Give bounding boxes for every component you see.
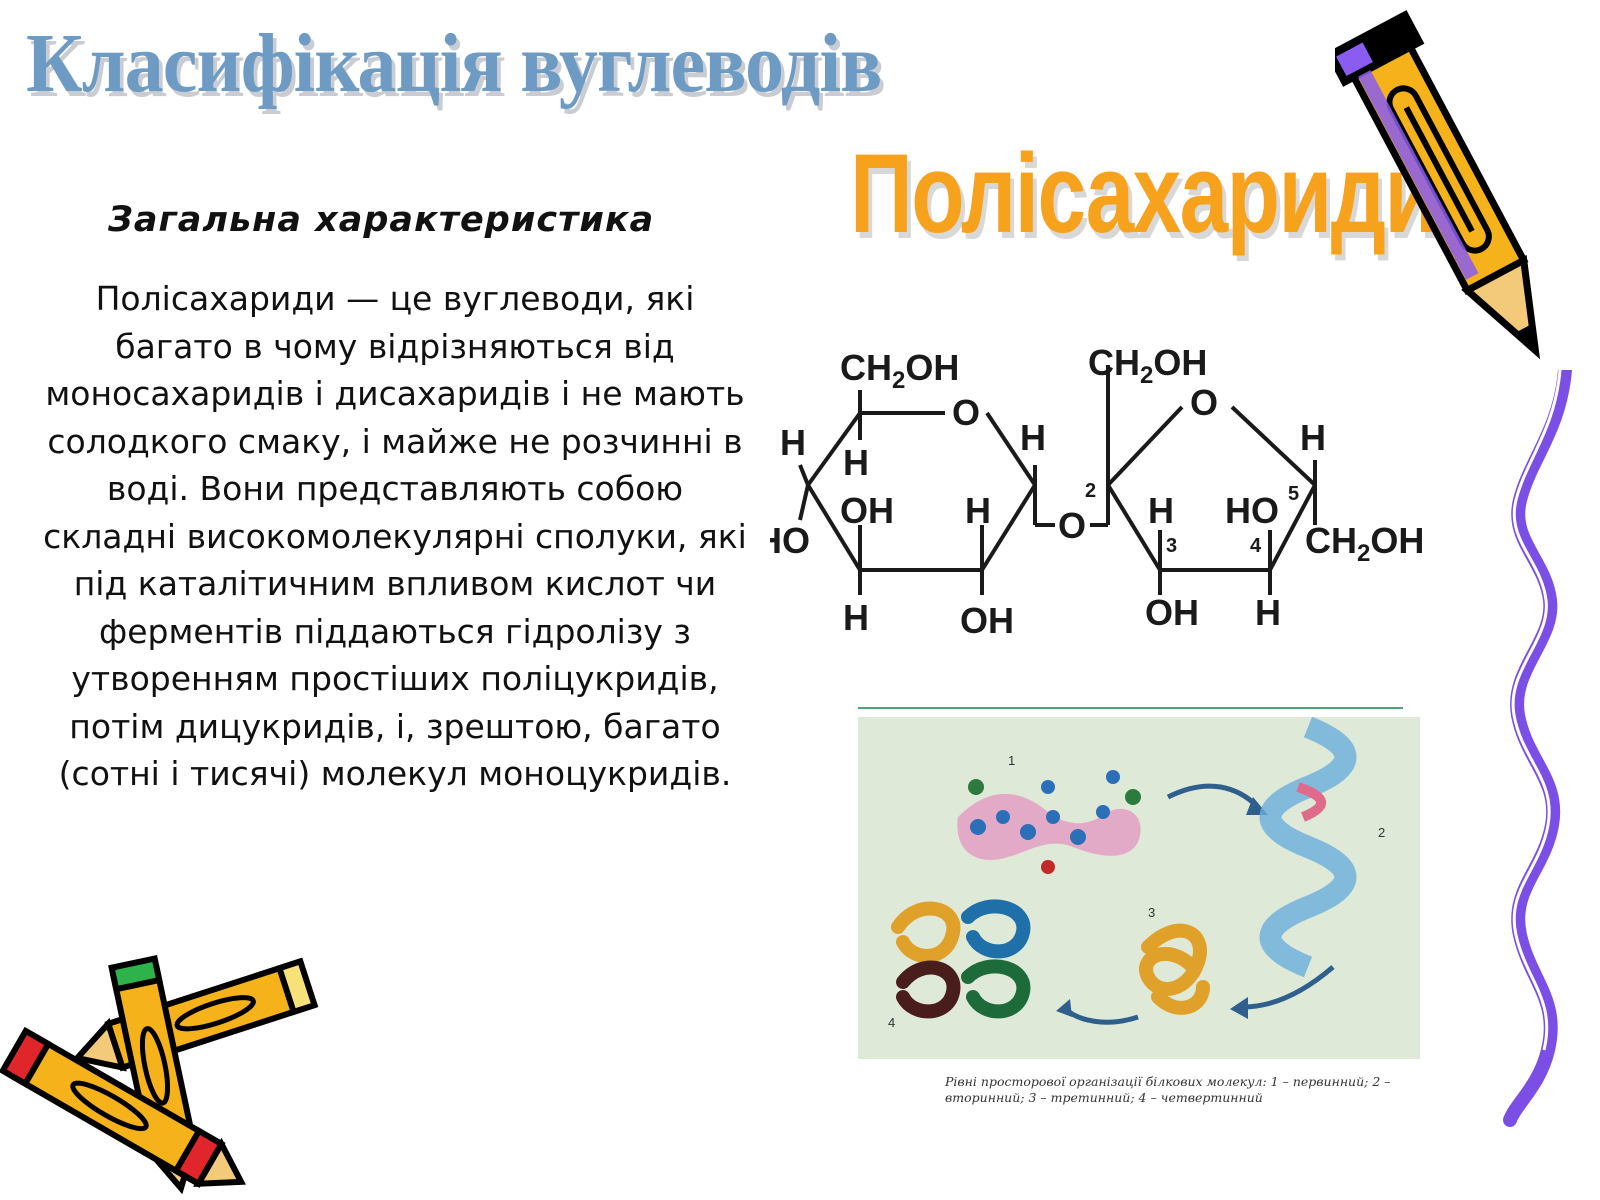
label-num-3: 3 [1166,535,1177,557]
label-oh: OH [1145,592,1199,633]
slide-title: Класифікація вуглеводів [26,17,882,110]
label-h: H [965,490,991,531]
label-oh: OH [840,490,894,531]
figure-label-4: 4 [888,1015,895,1030]
squiggle-line [1503,370,1572,1127]
wordart-heading: Полісахариди [850,131,1438,256]
figure-divider [858,707,1403,709]
label-num-4: 4 [1250,535,1262,557]
section-heading: Загальна характеристика [108,200,655,240]
label-num-2: 2 [1085,480,1096,502]
crossed-pencils-icon [0,955,319,1195]
label-num-5: 5 [1288,483,1299,505]
label-ho: HO [1225,490,1279,531]
label-h: H [1255,592,1281,633]
protein-structure-figure: 1 2 3 4 [858,717,1420,1059]
label-ho: HO [770,520,810,561]
label-o-ring2: O [1190,382,1218,423]
label-h: H [843,442,869,483]
sucrose-structure: CH2OH O H H H HO OH H H OH O CH2OH O 2 H… [770,342,1424,641]
label-h: H [1020,417,1046,458]
pencil-icon [1335,10,1541,360]
figure-caption: Рівні просторової організації білкових м… [945,1074,1391,1105]
label-h: H [843,597,869,638]
label-o-bridge: O [1058,505,1086,546]
label-h: H [1148,490,1174,531]
label-ch2oh-2: CH2OH [1088,342,1207,389]
body-paragraph: Полісахариди — це вуглеводи, які багато … [43,279,747,793]
label-oh: OH [960,600,1014,641]
label-h: H [1300,417,1326,458]
label-ch2oh-1: CH2OH [840,347,959,394]
label-o-ring1: O [952,392,980,433]
figure-label-2: 2 [1378,825,1385,840]
figure-label-3: 3 [1148,905,1155,920]
label-h: H [780,422,806,463]
label-ch2oh-3: CH2OH [1305,520,1424,567]
figure-label-1: 1 [1008,753,1015,768]
